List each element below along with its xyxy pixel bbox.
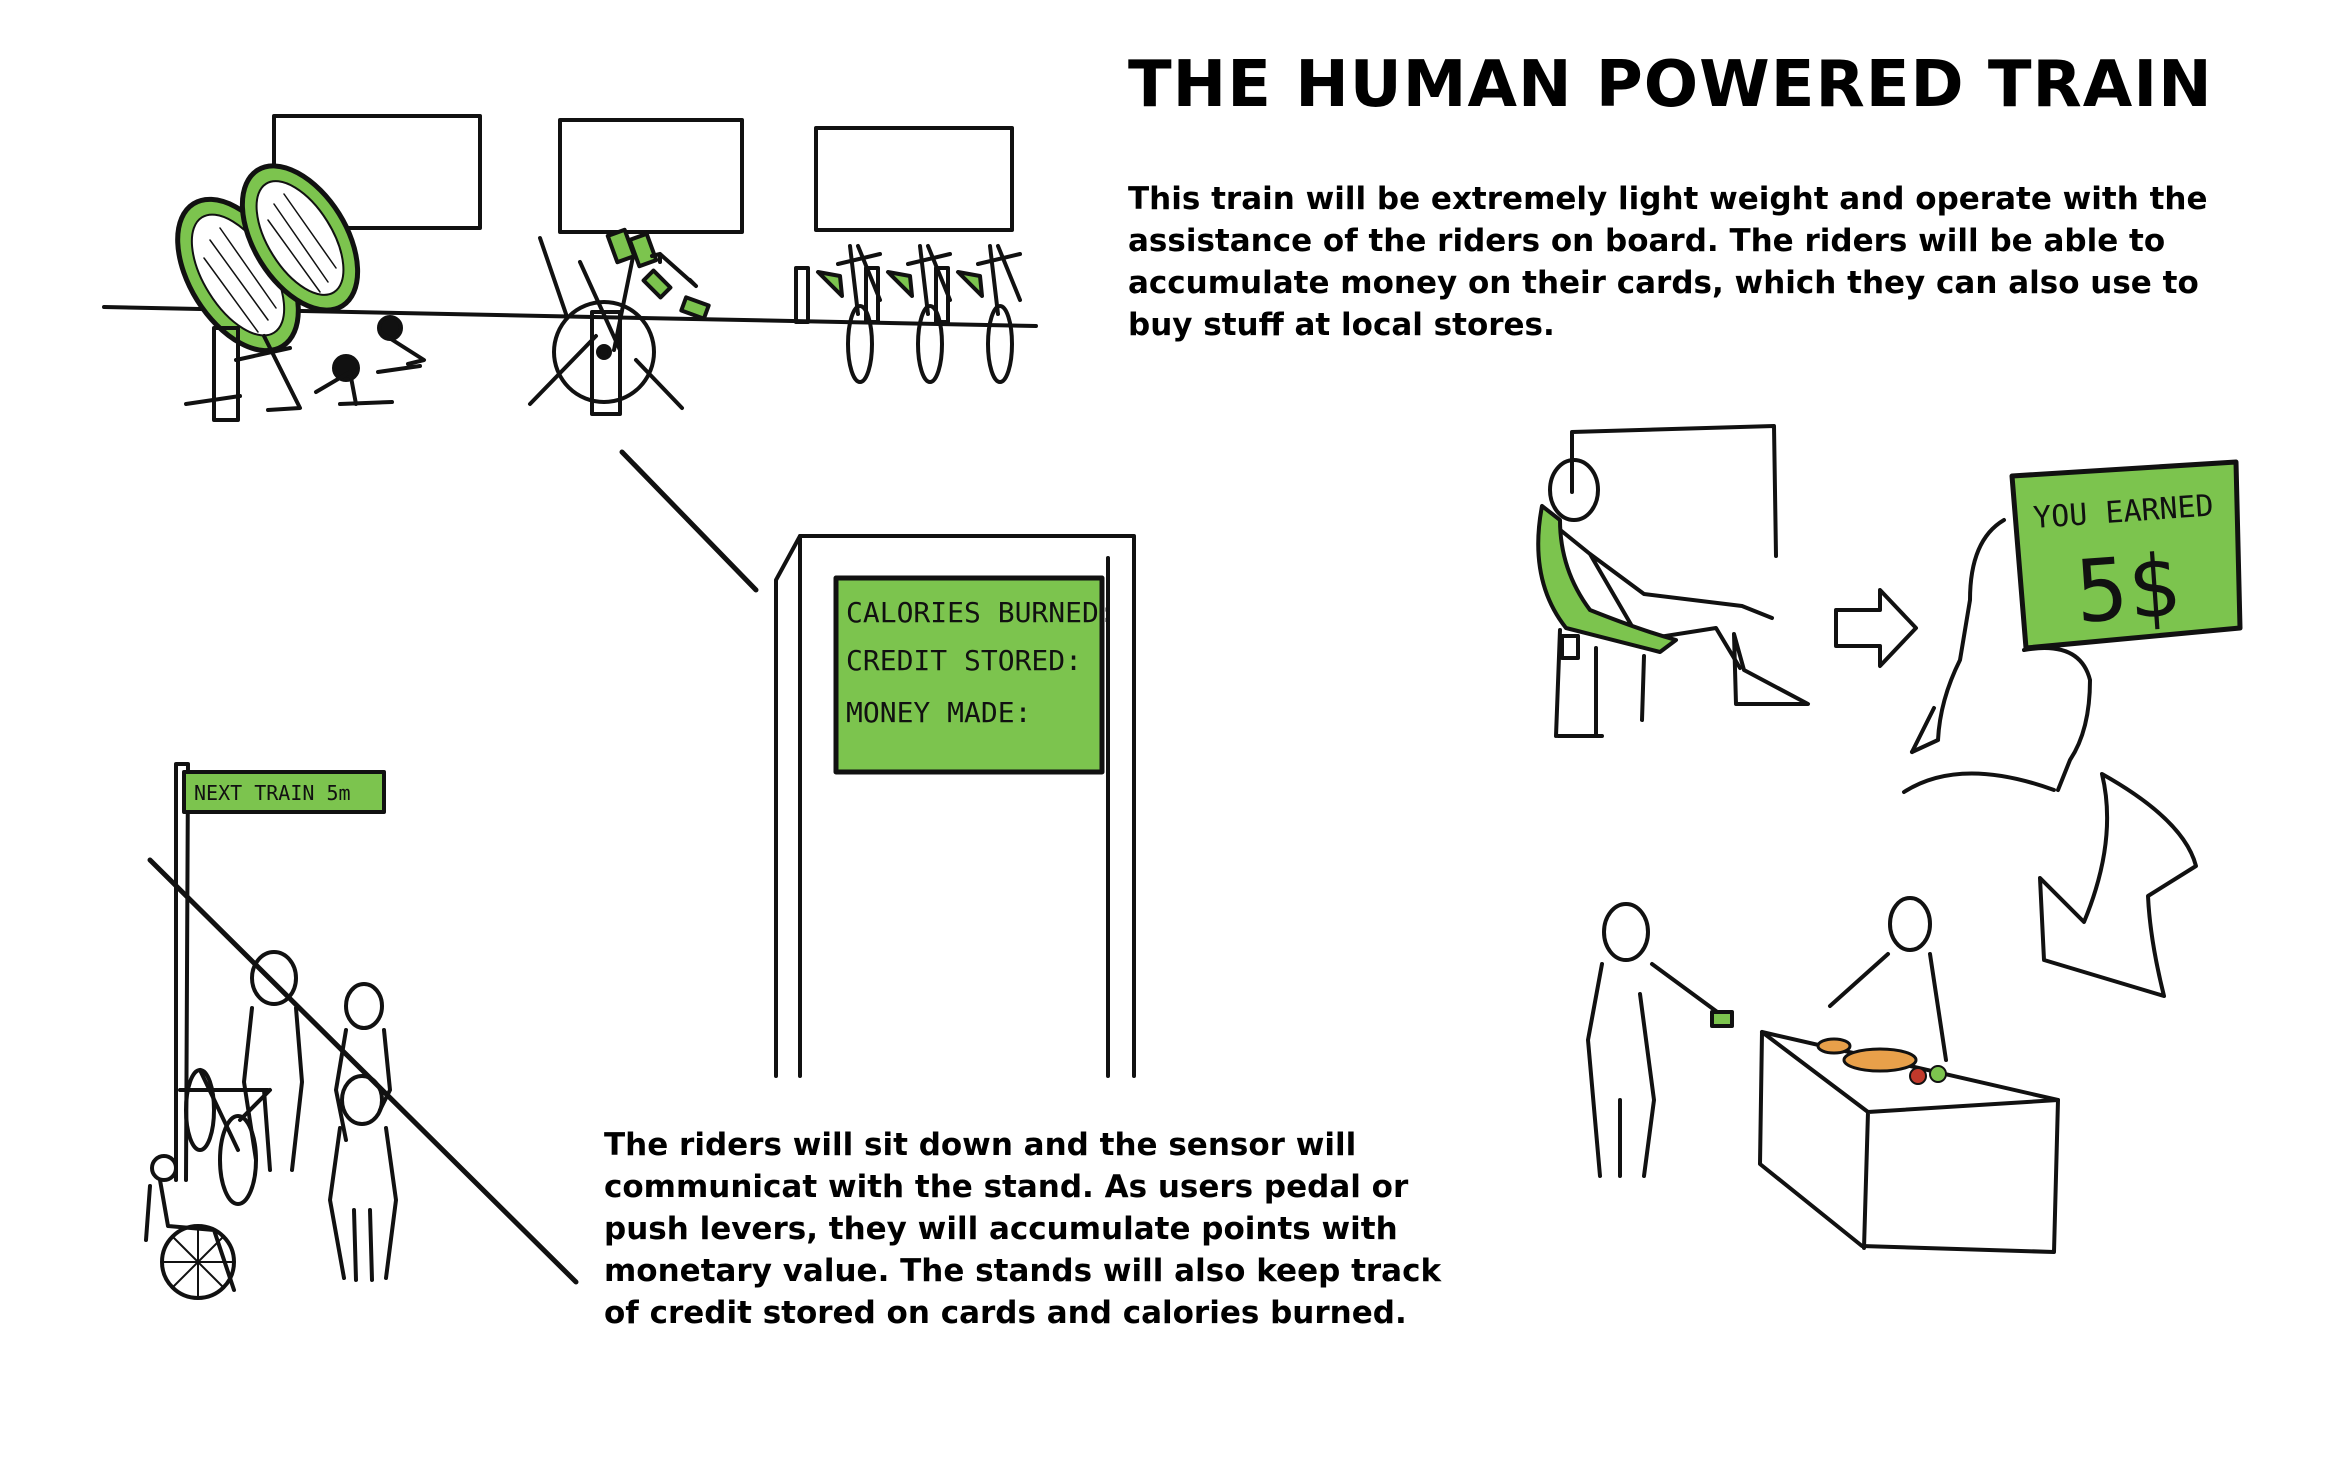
explain-line: The riders will sit down and the sensor … (604, 1127, 1357, 1163)
bread-icon (1842, 1047, 1918, 1073)
stationary-bike-row (794, 244, 1022, 384)
intro-line: This train will be extremely light weigh… (1128, 181, 2208, 217)
elliptical-machine (175, 163, 361, 422)
person-figure (334, 982, 392, 1142)
explain-line: communicat with the stand. As users peda… (604, 1169, 1409, 1205)
person-figure (328, 1074, 398, 1282)
hand-holding-card: YOU EARNED 5$ (1902, 459, 2243, 794)
person-figure (1586, 902, 1734, 1178)
platform-sign-text: NEXT TRAIN 5m (194, 781, 351, 805)
wheelchair-figure (144, 1154, 236, 1300)
train-window (814, 126, 1014, 232)
stand-screen (833, 575, 1105, 775)
lever-machine (528, 227, 711, 416)
explain-paragraph: The riders will sit down and the sensor … (604, 1124, 1564, 1334)
train-window (558, 118, 744, 234)
intro-line: assistance of the riders on board. The r… (1128, 223, 2166, 259)
arrow-right-icon (1834, 588, 1918, 668)
explain-line: push levers, they will accumulate points… (604, 1211, 1398, 1247)
intro-line: buy stuff at local stores. (1128, 307, 1555, 343)
page-title: THE HUMAN POWERED TRAIN (1128, 48, 2213, 122)
arrow-down-icon (2038, 772, 2198, 998)
platform-sketch: NEXT TRAIN 5m (144, 762, 579, 1300)
intro-line: accumulate money on their cards, which t… (1128, 265, 2199, 301)
explain-line: monetary value. The stands will also kee… (604, 1253, 1442, 1289)
card-amount: 5$ (2072, 536, 2182, 643)
explain-line: of credit stored on cards and calories b… (604, 1295, 1407, 1331)
kiosk-stand: CALORIES BURNED: CREDIT STORED: MONEY MA… (774, 534, 1136, 1078)
earned-card (2009, 459, 2243, 651)
connector-line (619, 449, 759, 593)
stand-screen-line: CALORIES BURNED: (846, 596, 1116, 629)
stand-screen-line: MONEY MADE: (846, 696, 1031, 729)
person-figure (242, 950, 304, 1172)
train-interior-sketch (102, 114, 1038, 422)
store-sketch (1586, 896, 2060, 1254)
person-figure (1828, 896, 1948, 1062)
intro-paragraph: This train will be extremely light weigh… (1128, 178, 2318, 346)
platform-sign (182, 770, 386, 814)
stand-screen-line: CREDIT STORED: (846, 644, 1082, 677)
rowing-machine (314, 315, 426, 406)
bicycle-figure (178, 1068, 272, 1206)
seated-rider-sketch (1536, 424, 1810, 738)
